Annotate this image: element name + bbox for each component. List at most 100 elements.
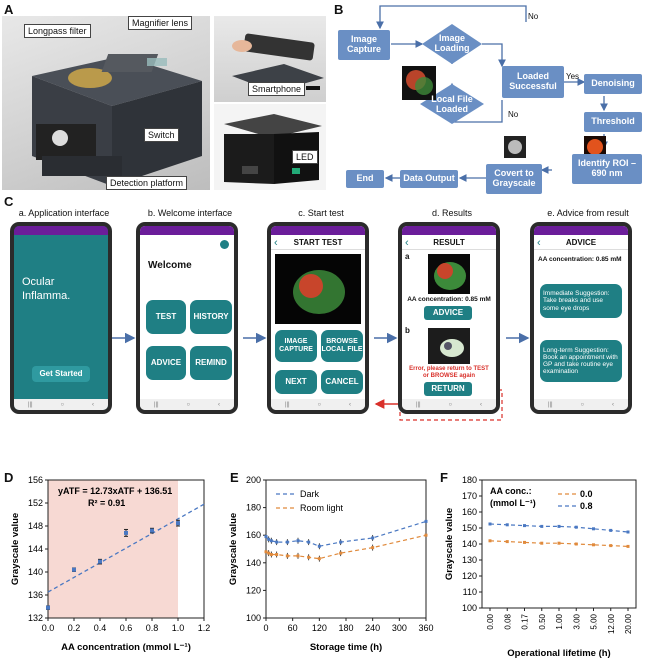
result-eye-image [428,254,470,294]
series-line-0 [489,540,629,547]
flow-loaded-successful: Loaded Successful [502,66,564,98]
panel-letter-f: F [440,470,448,485]
series-line-1 [265,534,427,560]
y-tick-label: 148 [28,521,43,531]
data-point [574,542,578,546]
shaded-region [48,480,178,618]
x-tick-label: 240 [365,623,380,633]
x-axis-label: AA concentration (mmol L⁻¹) [61,642,191,653]
callout-led: LED [292,150,318,164]
y-tick-label: 150 [462,523,477,533]
callout-switch: Switch [144,128,179,142]
y-tick-label: 120 [246,585,261,595]
flow-image-capture: Image Capture [338,30,390,60]
data-point [307,540,311,544]
x-tick-label: 0.0 [42,623,55,633]
data-point [505,540,509,544]
y-tick-label: 170 [462,491,477,501]
x-tick-label: 0.8 [146,623,159,633]
x-tick-label: 180 [338,623,353,633]
image-loading-diamond [422,24,482,64]
x-tick-label: 60 [288,623,298,633]
y-tick-label: 140 [462,539,477,549]
data-point [46,605,50,610]
y-tick-label: 100 [246,613,261,623]
y-tick-label: 180 [462,475,477,485]
flow-image-loading: Image Loading [434,33,470,53]
back-arrow-icon[interactable]: ‹ [405,237,409,249]
welcome-text: Welcome [148,260,192,271]
result-concentration: AA concentration: 0.85 mM [407,296,491,303]
next-button[interactable]: NEXT [275,370,317,394]
x-tick-label: 0.17 [521,613,530,629]
error-eye-image [428,328,470,364]
data-point [269,539,273,543]
x-tick-label: 0.08 [503,613,512,629]
back-arrow-icon[interactable]: ‹ [537,237,541,249]
legend-title-unit: (mmol L⁻¹) [490,498,536,508]
flow-data-output: Data Output [400,170,458,188]
data-point [540,524,544,528]
data-point [424,519,428,523]
data-point [267,551,271,555]
y-tick-label: 200 [246,475,261,485]
remind-button[interactable]: REMIND [190,346,232,380]
data-point [574,525,578,529]
data-point [98,559,102,564]
phone-welcome: Welcome TEST HISTORY ADVICE REMIND |||○‹ [136,222,238,414]
data-point [264,535,268,539]
cancel-button[interactable]: CANCEL [321,370,363,394]
data-point [609,544,613,548]
history-button[interactable]: HISTORY [190,300,232,334]
data-point [592,527,595,531]
data-point [150,528,154,533]
flow-label-yes: Yes [566,72,580,81]
data-point [307,555,311,559]
result-advice-button[interactable]: ADVICE [424,306,472,320]
data-point [339,540,343,544]
advice-concentration: AA concentration: 0.85 mM [538,256,622,263]
test-button[interactable]: TEST [146,300,186,334]
callout-longpass-filter: Longpass filter [24,24,91,38]
caption-application-interface: a. Application interface [18,208,110,218]
get-started-button[interactable]: Get Started [32,366,90,382]
y-axis-label: Grayscale value [10,513,21,585]
y-tick-label: 132 [28,613,43,623]
x-tick-label: 12.00 [607,613,616,634]
flow-threshold: Threshold [584,112,642,132]
data-point [317,544,321,548]
data-point [275,553,279,557]
caption-start-test: c. Start test [298,208,344,218]
x-tick-label: 20.00 [624,613,633,634]
start-test-title: START TEST [271,236,365,250]
user-icon[interactable] [220,240,229,249]
callout-smartphone: Smartphone [248,82,306,96]
back-arrow-icon[interactable]: ‹ [274,237,278,249]
flow-covert-grayscale: Covert to Grayscale [486,164,542,194]
flow-identify-roi: Identify ROI – 690 nm [572,154,642,184]
return-button[interactable]: RETURN [424,382,472,396]
x-tick-label: 5.00 [590,613,599,629]
advice-button[interactable]: ADVICE [146,346,186,380]
legend-label: Room light [300,503,344,513]
y-tick-label: 156 [28,475,43,485]
x-tick-label: 0.4 [94,623,107,633]
y-tick-label: 136 [28,590,43,600]
y-tick-label: 130 [462,555,477,565]
image-capture-button[interactable]: IMAGE CAPTURE [275,330,317,362]
fit-r2: R² = 0.91 [88,498,125,508]
data-point [505,523,509,527]
data-point [275,540,279,544]
flow-end: End [346,170,384,188]
y-tick-label: 140 [246,558,261,568]
data-point [557,541,561,545]
data-point [72,567,76,572]
y-tick-label: 160 [246,530,261,540]
y-tick-label: 100 [462,603,477,613]
browse-local-file-button[interactable]: BROWSE LOCAL FILE [321,330,363,362]
longterm-suggestion: Long-term Suggestion: Book an appointmen… [540,340,622,382]
data-point [269,553,273,557]
y-tick-label: 120 [462,571,477,581]
